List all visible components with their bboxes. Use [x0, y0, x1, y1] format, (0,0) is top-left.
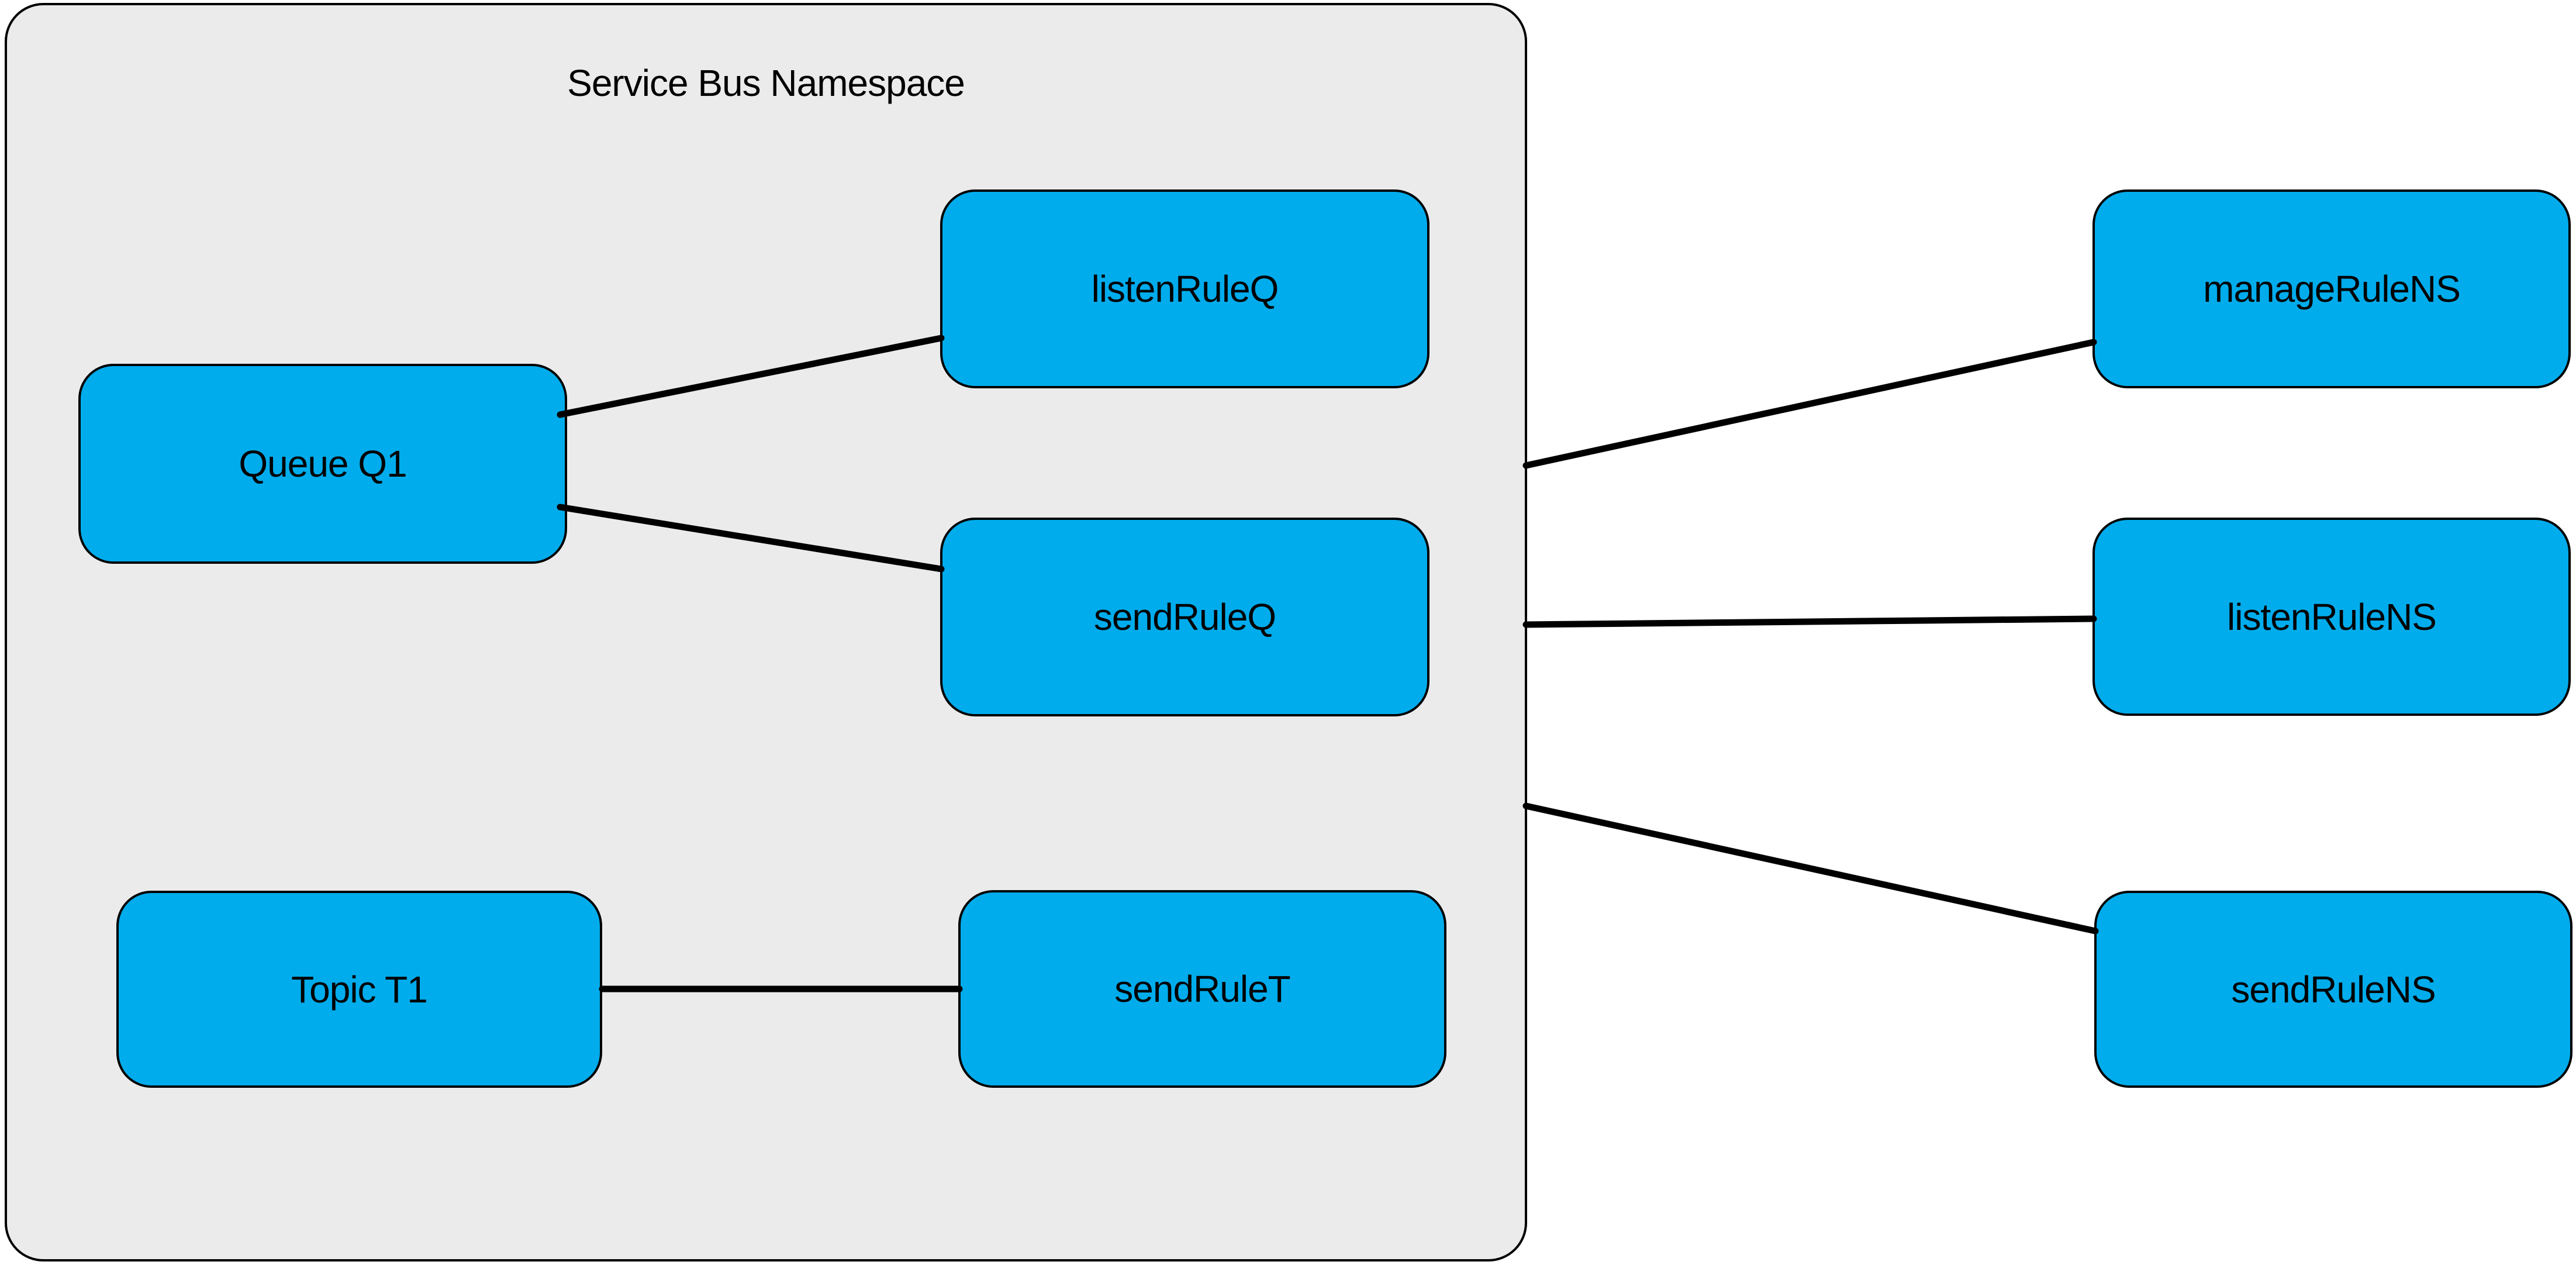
- namespace-title: Service Bus Namespace: [567, 62, 965, 104]
- node-listen-rule-ns-label: listenRuleNS: [2227, 595, 2437, 638]
- node-manage-rule-ns: manageRuleNS: [2092, 189, 2571, 388]
- node-listen-rule-q-label: listenRuleQ: [1091, 268, 1279, 310]
- node-listen-rule-ns: listenRuleNS: [2092, 518, 2571, 716]
- node-send-rule-t: sendRuleT: [958, 890, 1446, 1088]
- node-queue-q1-label: Queue Q1: [239, 443, 407, 485]
- node-send-rule-q-label: sendRuleQ: [1093, 596, 1276, 638]
- node-send-rule-t-label: sendRuleT: [1114, 968, 1290, 1010]
- node-topic-t1: Topic T1: [116, 891, 602, 1088]
- node-queue-q1: Queue Q1: [78, 364, 567, 564]
- node-send-rule-ns-label: sendRuleNS: [2231, 968, 2436, 1011]
- node-send-rule-q: sendRuleQ: [940, 518, 1429, 716]
- edge-namespace-to-listen-rule-ns: [1522, 615, 2097, 628]
- node-manage-rule-ns-label: manageRuleNS: [2203, 268, 2461, 310]
- node-send-rule-ns: sendRuleNS: [2094, 891, 2572, 1088]
- edge-namespace-to-manage-rule-ns: [1522, 339, 2097, 469]
- node-listen-rule-q: listenRuleQ: [940, 189, 1429, 388]
- edge-namespace-to-send-rule-ns: [1522, 802, 2099, 935]
- node-topic-t1-label: Topic T1: [291, 968, 428, 1011]
